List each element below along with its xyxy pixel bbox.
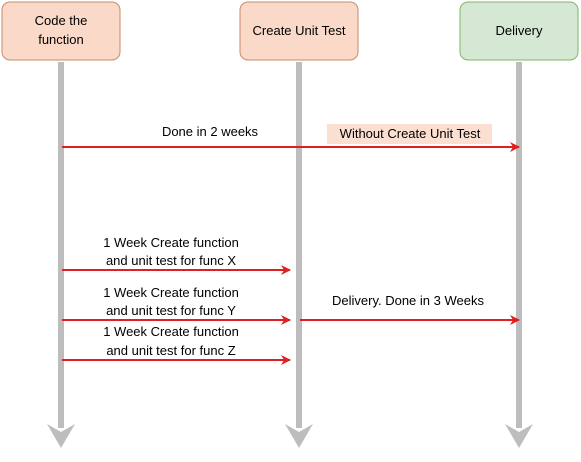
participant-delivery[interactable]: Delivery	[459, 1, 579, 61]
lifeline-arrowhead	[285, 424, 313, 448]
message-label-line: 1 Week Create function	[103, 235, 239, 250]
message-label-line: and unit test for func X	[106, 253, 236, 268]
lifeline-create-unit-test	[285, 62, 313, 448]
participant-label-line: function	[38, 32, 84, 47]
participant-label-line: Code the	[35, 13, 88, 28]
message-func-z: 1 Week Create function and unit test for…	[62, 324, 291, 365]
message-direct-delivery: Done in 2 weeks Without Create Unit Test	[62, 124, 520, 152]
message-delivery-3-weeks: Delivery. Done in 3 Weeks	[300, 293, 520, 325]
lifeline-arrowhead	[505, 424, 533, 448]
lifeline-code-the-function	[47, 62, 75, 448]
label-highlight	[327, 124, 492, 144]
message-label: Done in 2 weeks	[162, 124, 259, 139]
message-label: Delivery. Done in 3 Weeks	[332, 293, 484, 308]
lifeline-delivery	[505, 62, 533, 448]
message-label-line: 1 Week Create function	[103, 324, 239, 339]
message-func-x: 1 Week Create function and unit test for…	[62, 235, 291, 275]
participant-label: Delivery	[496, 23, 543, 38]
participant-label: Create Unit Test	[253, 23, 346, 38]
participant-create-unit-test[interactable]: Create Unit Test	[239, 1, 359, 61]
message-label-line: and unit test for func Y	[106, 303, 236, 318]
message-label: Without Create Unit Test	[340, 126, 481, 141]
lifeline-arrowhead	[47, 424, 75, 448]
message-label-line: and unit test for func Z	[106, 343, 235, 358]
participant-code-the-function[interactable]: Code the function	[1, 1, 121, 61]
message-label-line: 1 Week Create function	[103, 285, 239, 300]
message-func-y: 1 Week Create function and unit test for…	[62, 285, 291, 325]
